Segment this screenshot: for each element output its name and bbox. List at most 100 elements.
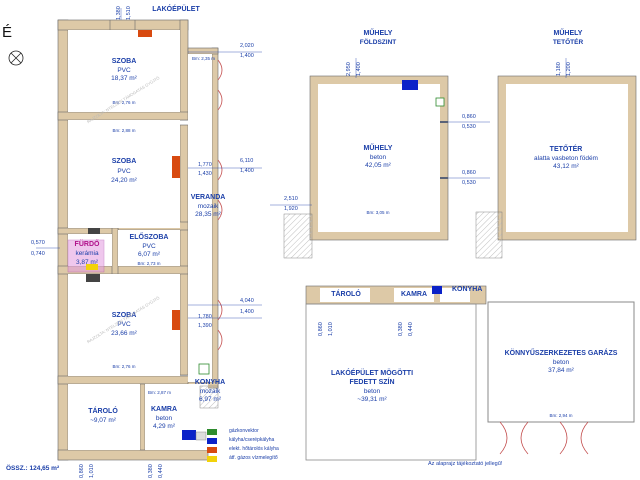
muhely-dim-r1-b: 0,530 <box>462 124 476 130</box>
legend-label: átf. gázos vízmelegítő <box>229 455 278 461</box>
room-konyha-floor: mozaik <box>199 388 221 395</box>
muhely-dim-top-a: 2,950 <box>346 62 352 76</box>
water-heater-icon <box>207 456 217 462</box>
total-area: ÖSSZ.: 124,65 m² <box>6 465 60 472</box>
compass-icon <box>8 50 24 66</box>
muhely-title-2: FÖLDSZINT <box>359 39 397 46</box>
shed-dim-d: 0,440 <box>408 322 414 336</box>
dim-top-a: 1,380 <box>116 6 122 20</box>
shed-konyha-label: KONYHA <box>452 286 483 293</box>
dim-right1-a: 2,020 <box>240 43 254 49</box>
room-konyha-name: KONYHA <box>194 379 226 386</box>
shed-room-name-1: LAKÓÉPÜLET MÖGÖTTI <box>330 370 414 377</box>
room-veranda-height: Bm: 2,35 m <box>192 56 216 61</box>
room-szoba1-name: SZOBA <box>111 58 137 65</box>
gas-convector-icon <box>207 429 217 435</box>
room-szoba3-area: 23,66 m² <box>111 330 137 337</box>
dim-right1-b: 1,400 <box>240 53 254 59</box>
muhely-dim-r2-b: 0,530 <box>462 180 476 186</box>
room-konyha-area: 6,97 m² <box>198 396 222 403</box>
room-szoba2-area: 24,20 m² <box>111 177 137 184</box>
teto-dim-top-b: 1,200 <box>566 62 572 76</box>
muhely-dim-r1-a: 0,860 <box>462 114 476 120</box>
room-szoba2-floor: PVC <box>117 168 131 175</box>
teto-title-2: TETŐTÉR <box>552 39 584 46</box>
room-szoba1-floor: PVC <box>117 67 131 74</box>
room-szoba3-height: Bm: 2,76 m <box>112 364 136 369</box>
dim-bottom-d: 0,440 <box>158 464 164 478</box>
shed-dim-b: 1,010 <box>328 322 334 336</box>
shed-room-area: ~39,31 m² <box>357 396 387 403</box>
room-tarolo-area: ~9,07 m² <box>90 417 116 424</box>
dim-left-a: 0,570 <box>31 240 45 246</box>
footnote: Az alaprajz tájékoztató jellegű! <box>428 461 503 467</box>
dim-right4-b: 1,390 <box>198 323 212 329</box>
teto-room-area: 43,12 m² <box>553 163 579 170</box>
muhely-dim-left-b: 1,920 <box>284 206 298 212</box>
shed-room-floor: beton <box>363 388 381 395</box>
dim-bottom-a: 0,860 <box>79 464 85 478</box>
shed-walls <box>305 285 487 461</box>
muhely-room-floor: beton <box>369 154 387 161</box>
muhely-dim-r2-a: 0,860 <box>462 170 476 176</box>
room-eloszoba-name: ELŐSZOBA <box>129 234 169 241</box>
muhely-room-height: Bm: 3,05 m <box>366 210 390 215</box>
muhely-walls <box>270 58 490 259</box>
room-eloszoba-height: Bm: 2,73 m <box>137 261 161 266</box>
dim-right4-a: 1,780 <box>198 314 212 320</box>
garage-floor: beton <box>552 359 570 366</box>
dim-right2-a: 1,770 <box>198 162 212 168</box>
tetoter-walls <box>475 58 637 259</box>
legend-label: gázkonvektor <box>229 428 259 434</box>
garage-area: 37,84 m² <box>548 367 574 374</box>
teto-dim-top-a: 1,180 <box>556 62 562 76</box>
shed-tarolo-label: TÁROLÓ <box>331 291 361 298</box>
dim-left-b: 0,740 <box>31 251 45 257</box>
shed-room-name-2: FEDETT SZÍN <box>349 379 395 386</box>
dim-bottom-c: 0,380 <box>148 464 154 478</box>
dim-right3-a: 4,040 <box>240 298 254 304</box>
room-szoba2-name: SZOBA <box>111 158 137 165</box>
dim-right3-b: 1,400 <box>240 309 254 315</box>
room-kamra-area: 4,29 m² <box>152 423 176 430</box>
room-kamra-floor: beton <box>155 415 173 422</box>
room-szoba3-name: SZOBA <box>111 312 137 319</box>
room-furdo-area: 3,87 m² <box>75 259 99 266</box>
room-kamra-height: Bm: 2,87 m <box>148 390 172 395</box>
dim-right2-c: 6,110 <box>240 158 254 164</box>
dim-bottom-b: 1,010 <box>89 464 95 478</box>
dim-top-b: 1,510 <box>126 6 132 20</box>
shed-dim-c: 0,380 <box>398 322 404 336</box>
stove-icon <box>207 438 217 444</box>
teto-title-1: MŰHELY <box>553 30 583 37</box>
compass-letter: É <box>2 24 13 41</box>
garage-height: Bm: 2,94 m <box>549 413 573 418</box>
room-eloszoba-floor: PVC <box>142 243 156 250</box>
room-veranda-name: VERANDA <box>190 194 226 201</box>
muhely-dim-left-a: 2,510 <box>284 196 298 202</box>
dim-right2-d: 1,400 <box>240 168 254 174</box>
room-kamra-name: KAMRA <box>150 406 178 413</box>
room-tarolo-name: TÁROLÓ <box>88 408 118 415</box>
shed-kamra-label: KAMRA <box>400 291 428 298</box>
house-title: LAKÓÉPÜLET <box>152 6 200 13</box>
dim-right2-b: 1,430 <box>198 171 212 177</box>
room-eloszoba-area: 6,07 m² <box>137 251 161 258</box>
room-furdo-floor: kerámia <box>75 250 99 257</box>
room-veranda-area: 28,35 m² <box>195 211 221 218</box>
electric-heater-icon <box>207 447 217 453</box>
muhely-room-area: 42,05 m² <box>365 162 391 169</box>
muhely-dim-top-b: 1,400 <box>356 62 362 76</box>
room-szoba1-area: 18,37 m² <box>111 75 137 82</box>
teto-room-name: TETŐTÉR <box>549 146 583 153</box>
room-furdo-name: FÜRDŐ <box>74 241 100 248</box>
room-szoba1-height: Bm: 2,76 m <box>112 100 136 105</box>
legend-label: elekt. hőtárolós kályha <box>229 446 279 452</box>
garage-name: KÖNNYŰSZERKEZETES GARÁZS <box>504 350 618 357</box>
room-veranda-floor: mozaik <box>197 203 219 210</box>
room-szoba2-height: Bm: 2,88 m <box>112 128 136 133</box>
room-szoba3-floor: PVC <box>117 321 131 328</box>
legend-label: kályha/cserépkályha <box>229 437 275 443</box>
muhely-room-name: MŰHELY <box>363 145 393 152</box>
